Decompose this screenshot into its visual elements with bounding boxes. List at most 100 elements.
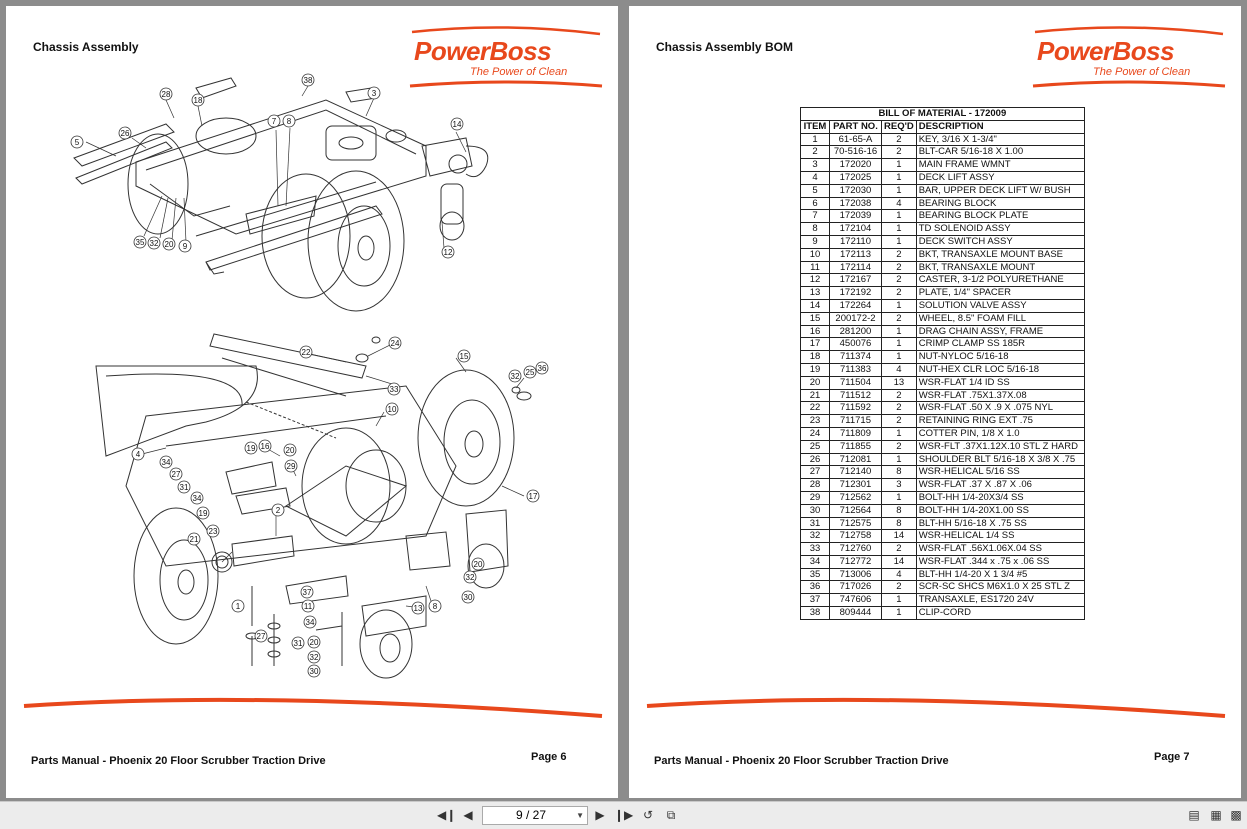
reqd-cell: 2: [881, 247, 917, 262]
part-no-cell: 172167: [829, 273, 882, 288]
callout-number: 14: [450, 117, 464, 131]
reqd-cell: 1: [881, 324, 917, 339]
part-no-cell: 711374: [829, 350, 882, 364]
reqd-cell: 2: [881, 388, 917, 403]
first-page-icon[interactable]: ◀❙: [437, 808, 457, 822]
page-selector[interactable]: 9 / 27 ▼: [482, 806, 588, 825]
svg-text:35: 35: [136, 238, 145, 247]
description-cell: BLT-HH 5/16-18 X .75 SS: [915, 516, 1085, 531]
callout-number: 28: [159, 87, 173, 101]
item-cell: 28: [800, 478, 830, 492]
brand-name: PowerBoss: [414, 36, 552, 66]
page-number: Page 6: [531, 751, 567, 763]
reqd-cell: 14: [881, 529, 917, 544]
reqd-cell: 2: [881, 414, 917, 428]
description-cell: BOLT-HH 1/4-20X1.00 SS: [915, 503, 1085, 518]
part-no-cell: 172114: [829, 260, 882, 275]
callout-number: 33: [387, 382, 401, 396]
page-indicator: 9 / 27: [515, 808, 547, 822]
svg-text:10: 10: [388, 405, 397, 414]
callout-number: 20: [471, 557, 485, 571]
single-page-view-icon[interactable]: ▤: [1188, 808, 1200, 822]
reqd-cell: 1: [881, 337, 917, 352]
svg-text:20: 20: [286, 446, 295, 455]
reqd-cell: 1: [881, 606, 917, 620]
part-no-cell: 172113: [829, 247, 882, 262]
description-cell: BLT-CAR 5/16-18 X 1.00: [915, 145, 1085, 160]
reqd-cell: 1: [881, 298, 917, 313]
page-title: Chassis Assembly: [33, 40, 139, 54]
last-page-icon[interactable]: ❙▶: [614, 808, 634, 822]
description-cell: TD SOLENOID ASSY: [915, 222, 1085, 236]
svg-text:5: 5: [75, 138, 80, 147]
description-cell: WSR-FLT .37X1.12X.10 STL Z HARD: [915, 439, 1085, 454]
description-cell: SHOULDER BLT 5/16-18 X 3/8 X .75: [915, 452, 1085, 467]
description-cell: BKT, TRANSAXLE MOUNT BASE: [915, 247, 1085, 262]
part-no-cell: 711504: [829, 375, 882, 390]
item-cell: 26: [800, 452, 830, 467]
svg-text:34: 34: [193, 494, 202, 503]
callout-number: 24: [388, 336, 402, 350]
item-cell: 32: [800, 529, 830, 544]
item-cell: 22: [800, 401, 830, 416]
svg-text:3: 3: [372, 89, 377, 98]
part-no-cell: 172038: [829, 196, 882, 211]
item-cell: 5: [800, 183, 830, 198]
reqd-cell: 1: [881, 170, 917, 185]
svg-text:2: 2: [276, 506, 281, 515]
item-cell: 4: [800, 170, 830, 185]
description-cell: WSR-FLAT .50 X .9 X .075 NYL: [915, 401, 1085, 416]
item-cell: 6: [800, 196, 830, 211]
item-cell: 15: [800, 311, 830, 326]
svg-text:33: 33: [390, 385, 399, 394]
svg-text:36: 36: [538, 364, 547, 373]
item-cell: 2: [800, 145, 830, 160]
part-no-cell: 172192: [829, 286, 882, 300]
part-no-cell: 172039: [829, 209, 882, 224]
prev-page-icon[interactable]: ◀: [463, 808, 473, 822]
reqd-cell: 14: [881, 554, 917, 569]
callout-number: 16: [258, 439, 272, 453]
reqd-cell: 4: [881, 362, 917, 377]
callout-number: 11: [301, 599, 315, 613]
description-cell: PLATE, 1/4" SPACER: [915, 286, 1085, 300]
callout-number: 1: [231, 599, 245, 613]
svg-text:24: 24: [391, 339, 400, 348]
copy-page-icon[interactable]: ⧉: [666, 808, 676, 822]
svg-text:8: 8: [433, 602, 438, 611]
leader-lines: [85, 85, 525, 609]
part-no-cell: 172110: [829, 234, 882, 249]
part-no-cell: 711592: [829, 401, 882, 416]
callout-number: 34: [159, 455, 173, 469]
callout-number: 20: [162, 237, 176, 251]
description-cell: WSR-FLAT .56X1.06X.04 SS: [915, 542, 1085, 556]
header-part-no: PART NO.: [829, 119, 882, 134]
header-reqd: REQ'D: [881, 119, 917, 134]
rotate-page-icon[interactable]: ↺: [642, 808, 654, 822]
svg-text:19: 19: [199, 509, 208, 518]
reqd-cell: 1: [881, 350, 917, 364]
part-no-cell: 711383: [829, 362, 882, 377]
svg-text:32: 32: [511, 372, 520, 381]
callout-number: 4: [131, 447, 145, 461]
item-cell: 1: [800, 132, 830, 147]
continuous-view-icon[interactable]: ▩: [1230, 808, 1242, 822]
footer-text: Parts Manual - Phoenix 20 Floor Scrubber…: [31, 755, 326, 767]
reqd-cell: 1: [881, 222, 917, 236]
svg-text:20: 20: [310, 638, 319, 647]
left-page: Chassis Assembly PowerBoss The Power of …: [6, 6, 618, 798]
item-cell: 31: [800, 516, 830, 531]
reqd-cell: 1: [881, 490, 917, 505]
viewer-toolbar: ◀❙ ◀ 9 / 27 ▼ ▶ ❙▶ ↺ ⧉ ▤ ▦ ▩: [0, 801, 1247, 829]
two-page-view-icon[interactable]: ▦: [1210, 808, 1222, 822]
svg-text:37: 37: [303, 588, 312, 597]
svg-text:26: 26: [121, 129, 130, 138]
next-page-icon[interactable]: ▶: [595, 808, 605, 822]
callout-number: 25: [523, 365, 537, 379]
